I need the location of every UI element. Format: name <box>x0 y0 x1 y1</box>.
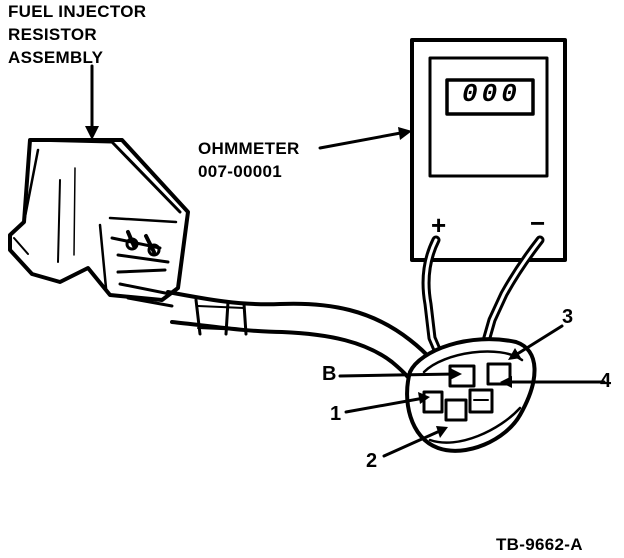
pin-2-cell <box>444 398 468 422</box>
resistor-label-line2: RESISTOR <box>8 25 97 44</box>
ohmmeter-label-line2: 007-00001 <box>198 162 282 181</box>
ohmmeter-label-line1: OHMMETER <box>198 139 300 158</box>
resistor-label-line3: ASSEMBLY <box>8 48 104 67</box>
minus-test-lead <box>479 235 545 353</box>
resistor-label-line1: FUEL INJECTOR <box>8 2 147 21</box>
connector <box>405 337 537 453</box>
arrowheads <box>85 126 521 438</box>
ohmmeter-display-reading: 000 <box>462 79 521 109</box>
pin-b-label: B <box>322 363 337 385</box>
figure-id: TB-9662-A <box>496 535 583 554</box>
plus-terminal-label: + <box>431 210 447 240</box>
pin-2-label: 2 <box>366 450 378 472</box>
ohmmeter-body <box>410 38 567 262</box>
plus-test-lead <box>421 235 443 357</box>
pin-4-cell <box>486 362 512 386</box>
pin-4-label: 4 <box>600 370 612 392</box>
leader-lines <box>90 64 606 458</box>
pin-1-label: 1 <box>330 403 342 425</box>
pin-3-label: 3 <box>562 306 574 328</box>
resistor-assembly <box>8 138 190 308</box>
pin-1-cell <box>422 390 444 414</box>
minus-terminal-label: − <box>530 208 546 238</box>
